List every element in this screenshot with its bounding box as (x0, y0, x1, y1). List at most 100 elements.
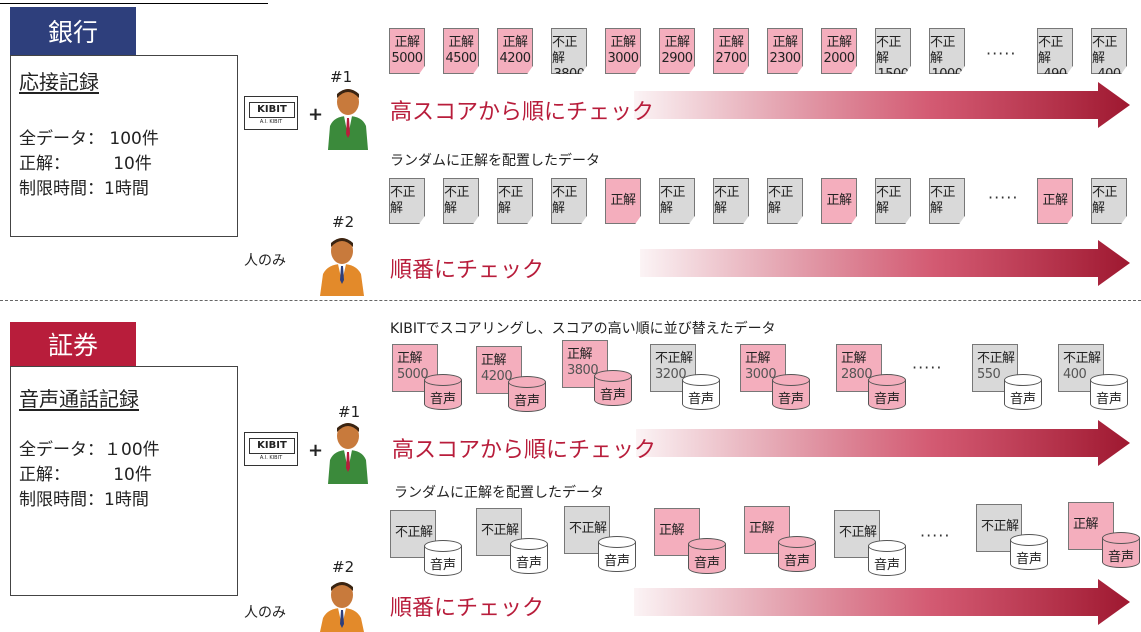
doc-score: 2900 (661, 51, 693, 66)
doc-score: 1500 (877, 67, 909, 82)
audio-cylinder-icon: 音声 (1004, 374, 1042, 410)
bank-badge: 銀行 (10, 7, 136, 55)
doc-label: 不正解 (498, 185, 524, 216)
doc-score: 1000 (931, 67, 963, 82)
bank-arrow-2 (640, 240, 1130, 286)
securities-doc-random: 正解 (654, 508, 700, 556)
doc-score: 490 (1043, 67, 1067, 82)
ellipsis: ····· (988, 188, 1019, 207)
audio-cylinder-icon: 音声 (598, 536, 636, 572)
bank-doc-random: 不正解 (875, 178, 911, 224)
doc-label: 正解 (397, 351, 423, 366)
doc-score: 2000 (823, 51, 855, 66)
securities-doc-random: 不正解 (390, 510, 436, 558)
doc-score: 3200 (655, 367, 687, 382)
bank-doc-random: 不正解 (659, 178, 695, 224)
audio-cylinder-icon: 音声 (510, 538, 548, 574)
audio-label: 音声 (429, 392, 456, 407)
doc-score: 3000 (745, 367, 777, 382)
audio-label: 音声 (777, 392, 804, 407)
bank-badge-label: 銀行 (47, 18, 98, 47)
doc-label: 正解 (394, 35, 420, 50)
ellipsis: ····· (912, 358, 943, 377)
audio-cylinder-icon: 音声 (778, 536, 816, 572)
top-rule (0, 3, 268, 4)
doc-label: 不正解 (390, 185, 416, 216)
kibit-logo-text: KIBIT (249, 102, 295, 118)
doc-label: 不正解 (876, 185, 902, 216)
securities-badge: 証券 (10, 322, 136, 366)
doc-score: 400 (1063, 367, 1087, 382)
doc-label: 正解 (664, 35, 690, 50)
bank-doc-random: 不正解 (713, 178, 749, 224)
doc-score: 550 (977, 367, 1001, 382)
doc-label: 不正解 (660, 185, 686, 216)
doc-label: 正解 (1042, 193, 1068, 208)
section-separator (0, 300, 1141, 301)
audio-label: 音声 (429, 558, 456, 573)
doc-score: 5000 (391, 51, 423, 66)
bank-doc-random: 不正解 (497, 178, 533, 224)
kibit-logo-text-2: KIBIT (249, 438, 295, 454)
securities-sorted-label: KIBITでスコアリングし、スコアの高い順に並び替えたデータ (390, 321, 776, 337)
plus-sign: + (308, 104, 324, 125)
doc-score: 3800 (553, 67, 585, 82)
bank-doc-random: 不正解 (929, 178, 965, 224)
doc-score: 4200 (481, 369, 513, 384)
audio-cylinder-icon: 音声 (1102, 532, 1140, 568)
doc-label: 正解 (610, 35, 636, 50)
bank-doc-random: 不正解 (551, 178, 587, 224)
bank-doc-random: 正解 (605, 178, 641, 224)
doc-label: 不正解 (981, 519, 1019, 534)
audio-label: 音声 (599, 388, 626, 403)
securities-number-1: #1 (338, 403, 361, 421)
bank-number-1: #1 (330, 68, 353, 86)
securities-check-order: 順番にチェック (390, 596, 545, 621)
doc-label: 正解 (659, 523, 685, 538)
bank-human-only: 人のみ (244, 253, 286, 269)
bank-doc-random: 不正解 (1091, 178, 1127, 224)
kibit-logo-sub: A.I. KIBIT (259, 119, 283, 125)
doc-label: 正解 (749, 521, 775, 536)
doc-label: 不正解 (1092, 35, 1118, 66)
doc-label: 正解 (826, 193, 852, 208)
audio-cylinder-icon: 音声 (682, 374, 720, 410)
doc-score: 2800 (841, 367, 873, 382)
securities-correct-count: 正解： 10件 (19, 465, 152, 485)
securities-badge-label: 証券 (47, 331, 98, 360)
bank-doc-random: 不正解 (767, 178, 803, 224)
audio-cylinder-icon: 音声 (424, 374, 462, 410)
audio-label: 音声 (687, 392, 714, 407)
securities-arrow-2 (634, 579, 1130, 625)
bank-total-data: 全データ： 100件 (19, 129, 159, 149)
audio-cylinder-icon: 音声 (868, 540, 906, 576)
doc-label: 正解 (1073, 517, 1099, 532)
person-green-icon-2 (328, 423, 368, 484)
doc-label: 不正解 (1092, 185, 1118, 216)
doc-score: 400 (1097, 67, 1121, 82)
audio-label: 音声 (873, 392, 900, 407)
doc-label: 不正解 (876, 35, 902, 66)
ellipsis: ····· (986, 44, 1017, 63)
securities-doc-random: 正解 (744, 506, 790, 554)
securities-number-2: #2 (332, 558, 355, 576)
doc-label: 正解 (502, 35, 528, 50)
doc-score: 4500 (445, 51, 477, 66)
securities-time-limit: 制限時間：1時間 (19, 490, 149, 510)
person-green-icon (328, 89, 368, 150)
doc-label: 不正解 (444, 185, 470, 216)
audio-label: 音声 (1015, 552, 1042, 567)
ellipsis: ····· (920, 526, 951, 545)
